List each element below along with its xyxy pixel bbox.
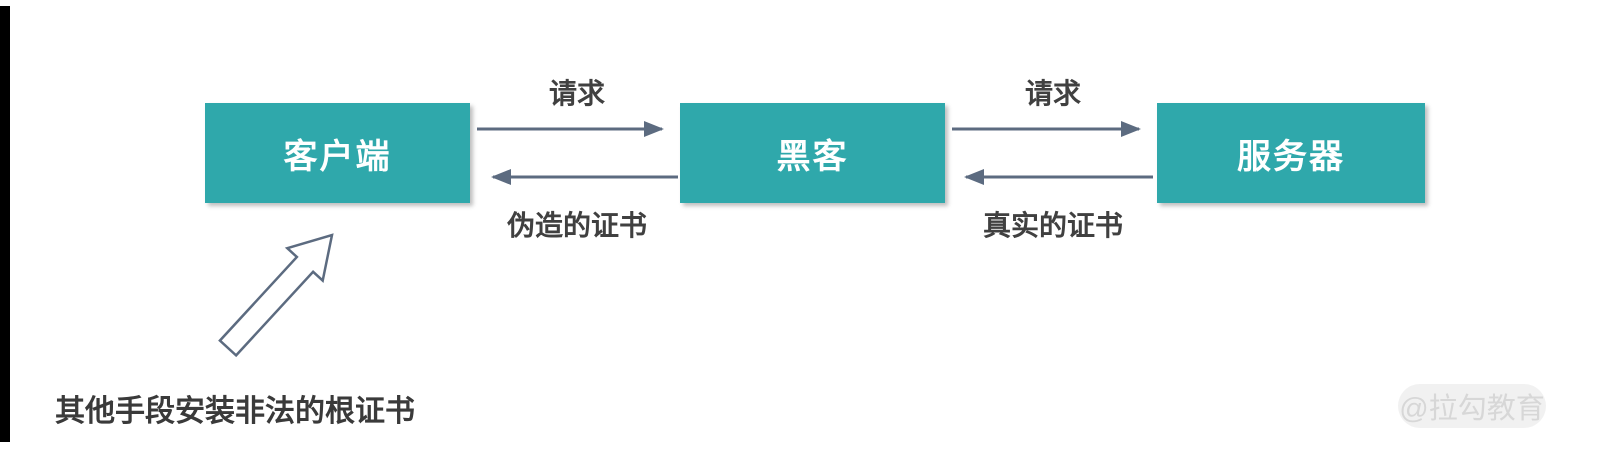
- node-server: 服务器: [1157, 103, 1425, 203]
- annotation-text: 其他手段安装非法的根证书: [55, 395, 415, 428]
- edge-label-request-2: 请求: [1024, 78, 1081, 109]
- node-server-label: 服务器: [1237, 137, 1345, 176]
- left-edge-bar: [0, 6, 10, 442]
- watermark-badge: @拉勾教育: [1398, 384, 1546, 428]
- edge-label-real-certificate: 真实的证书: [982, 210, 1123, 241]
- node-client-label: 客户端: [283, 137, 392, 176]
- node-hacker-label: 黑客: [776, 137, 849, 176]
- node-client: 客户端: [205, 103, 470, 203]
- node-hacker: 黑客: [680, 103, 945, 203]
- big-hollow-arrow: [218, 233, 334, 358]
- edge-label-forged-certificate: 伪造的证书: [506, 210, 647, 241]
- edge-label-request-1: 请求: [548, 78, 605, 109]
